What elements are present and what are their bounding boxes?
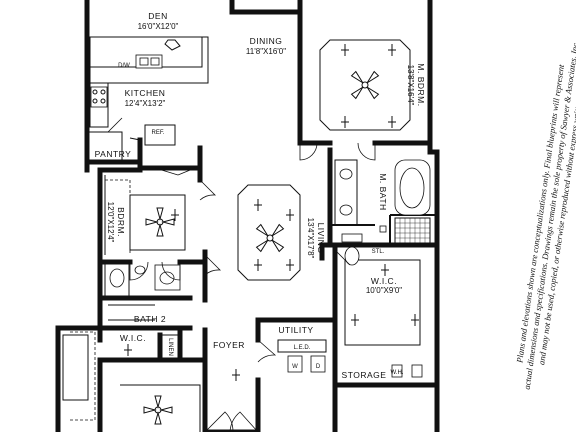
room-labels: DEN 16'0"X12'0" DINING 11'8"X16'0" KITCH… <box>95 11 426 380</box>
m-bdrm-label: M. BDRM. <box>416 63 426 106</box>
master-bath-fixtures <box>334 159 431 266</box>
m-bdrm-dim: 13'8"X16'4" <box>406 65 415 106</box>
water-heater-label: W.H. <box>391 370 404 376</box>
wic-small-label: W.I.C. <box>120 333 146 343</box>
pantry-label: PANTRY <box>95 149 132 159</box>
ceiling-fan-icon <box>143 70 380 425</box>
foyer-label: FOYER <box>213 340 245 350</box>
door-swings <box>129 142 376 432</box>
den-label: DEN <box>148 11 167 21</box>
m-bath-label: M. BATH <box>378 173 388 210</box>
utility-fixtures <box>277 339 423 378</box>
led-label: L.E.D. <box>294 345 311 351</box>
shower-stall-label: STL. <box>372 249 385 255</box>
dryer-icon <box>310 355 326 373</box>
bdrm2-dim: 12'0"X12'4" <box>106 202 115 243</box>
disclaimer: Plans and elevations shown are conceptua… <box>514 40 576 390</box>
wic-master-dim: 10'0"X9'0" <box>366 286 402 295</box>
bdrm2-label: BDRM. <box>116 207 126 237</box>
kitchen-dim: 12'4"X13'2" <box>125 99 166 108</box>
shower-tile <box>394 217 431 246</box>
den-dim: 16'0"X12'0" <box>138 22 179 31</box>
dining-label: DINING <box>250 36 283 46</box>
utility-label: UTILITY <box>278 325 313 335</box>
kitchen-counters <box>88 36 209 161</box>
dining-dim: 11'8"X16'0" <box>246 47 286 56</box>
linen-label: LINEN <box>167 338 173 356</box>
living-label: LIVING <box>316 223 326 254</box>
kitchen-label: KITCHEN <box>125 88 166 98</box>
range-icon <box>90 86 108 108</box>
living-dim: 13'4"X17'8" <box>306 218 315 259</box>
storage-label: STORAGE <box>342 370 387 380</box>
bath2-fixtures <box>104 261 181 299</box>
fixture-labels: D/W REF. L.E.D. W D W.H. STL. <box>118 63 404 376</box>
dryer-label: D <box>316 364 321 370</box>
light-icon <box>124 44 419 381</box>
closet-lines <box>62 175 179 421</box>
wic-master-label: W.I.C. <box>371 276 397 286</box>
water-heater-icon <box>391 364 403 378</box>
washer-icon <box>287 355 303 373</box>
dishwasher-label: D/W <box>118 63 130 69</box>
refrigerator-label: REF. <box>151 130 164 136</box>
bath2-label: BATH 2 <box>134 314 166 324</box>
washer-label: W <box>292 364 298 370</box>
